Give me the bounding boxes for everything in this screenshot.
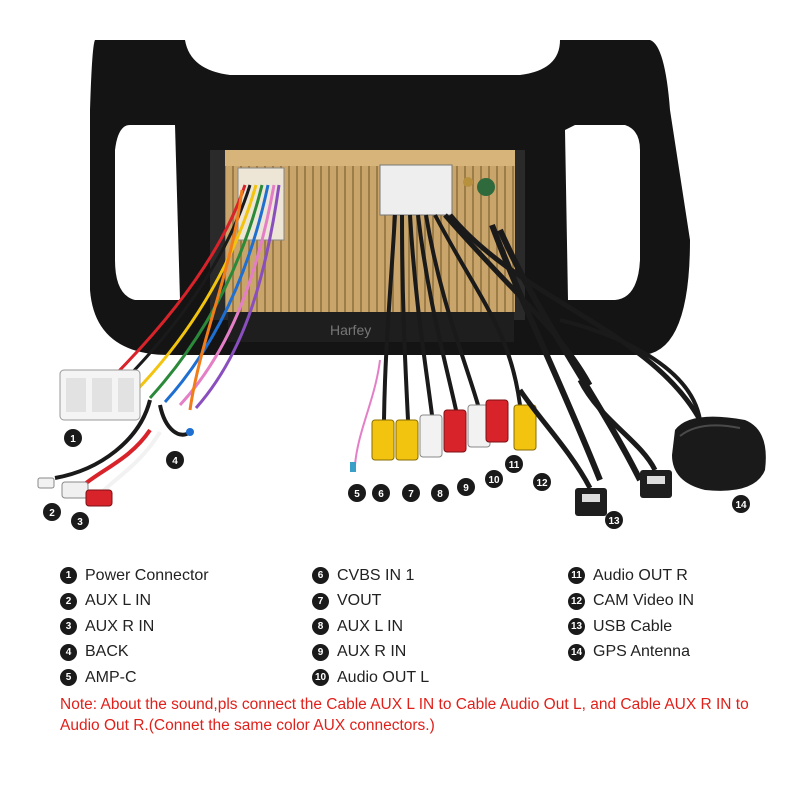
number-badge: 8 bbox=[312, 618, 329, 636]
svg-text:7: 7 bbox=[408, 489, 414, 500]
callout-badge-1: 1 bbox=[64, 429, 82, 447]
legend-item: 11 Audio OUT R bbox=[568, 563, 694, 589]
legend-item: 3 AUX R IN bbox=[60, 614, 209, 640]
svg-text:13: 13 bbox=[608, 516, 620, 527]
rca-plugs-center bbox=[350, 399, 537, 472]
svg-text:1: 1 bbox=[70, 434, 76, 445]
legend-label: USB Cable bbox=[593, 617, 673, 635]
legend-item: 2 AUX L IN bbox=[60, 589, 209, 615]
legend-item: 13 USB Cable bbox=[568, 614, 694, 640]
legend-item: 10 Audio OUT L bbox=[312, 665, 429, 691]
callout-badge-4: 4 bbox=[166, 451, 184, 469]
svg-text:10: 10 bbox=[488, 475, 500, 486]
number-badge: 12 bbox=[568, 592, 585, 610]
svg-text:5: 5 bbox=[354, 489, 360, 500]
legend-item: 9 AUX R IN bbox=[312, 640, 429, 666]
legend-column-1: 1 Power Connector 2 AUX L IN 3 AUX R IN 4 BA… bbox=[60, 563, 209, 691]
legend-label: AUX L IN bbox=[85, 592, 152, 610]
legend-label: AUX R IN bbox=[85, 617, 155, 635]
wiring-diagram: Harfey bbox=[37, 40, 766, 530]
callout-badge-3: 3 bbox=[71, 512, 89, 530]
callout-badge-6: 6 bbox=[372, 484, 390, 502]
svg-text:11: 11 bbox=[509, 460, 520, 471]
callout-badge-14: 14 bbox=[732, 495, 750, 513]
callout-badge-7: 7 bbox=[402, 484, 420, 502]
gps-antenna bbox=[559, 318, 766, 491]
aux-rca-plugs-left bbox=[37, 428, 194, 507]
legend-label: BACK bbox=[85, 643, 129, 661]
power-connector bbox=[59, 369, 141, 421]
callout-badge-9: 9 bbox=[457, 478, 475, 496]
svg-text:3: 3 bbox=[77, 517, 83, 528]
callout-badge-12: 12 bbox=[533, 473, 551, 491]
number-badge: 6 bbox=[312, 567, 329, 585]
number-badge: 13 bbox=[568, 618, 585, 636]
svg-text:12: 12 bbox=[536, 478, 548, 489]
legend-item: 14 GPS Antenna bbox=[568, 640, 694, 666]
number-badge: 1 bbox=[60, 567, 77, 585]
legend-item: 6 CVBS IN 1 bbox=[312, 563, 429, 589]
legend-label: Audio OUT L bbox=[337, 668, 430, 686]
legend-item: 12 CAM Video IN bbox=[568, 589, 694, 615]
legend-item: 4 BACK bbox=[60, 640, 209, 666]
callout-badge-5: 5 bbox=[348, 484, 366, 502]
legend-label: CAM Video IN bbox=[593, 592, 695, 610]
legend-label: AUX L IN bbox=[337, 617, 404, 635]
legend-item: 8 AUX L IN bbox=[312, 614, 429, 640]
svg-text:6: 6 bbox=[378, 489, 384, 500]
legend-label: Power Connector bbox=[85, 566, 209, 584]
number-badge: 5 bbox=[60, 669, 77, 687]
callout-badge-8: 8 bbox=[431, 484, 449, 502]
legend-label: AUX R IN bbox=[337, 643, 407, 661]
number-badge: 11 bbox=[568, 567, 585, 585]
number-badge: 10 bbox=[312, 669, 329, 687]
legend-label: Audio OUT R bbox=[593, 566, 688, 584]
legend-item: 7 VOUT bbox=[312, 589, 429, 615]
callout-badge-2: 2 bbox=[43, 503, 61, 521]
legend-column-2: 6 CVBS IN 1 7 VOUT 8 AUX L IN 9 AUX R IN 10 A… bbox=[312, 563, 429, 691]
number-badge: 9 bbox=[312, 643, 329, 661]
sound-connection-note: Note: About the sound,pls connect the Ca… bbox=[60, 696, 749, 734]
number-badge: 14 bbox=[568, 643, 585, 661]
callout-badge-13: 13 bbox=[605, 511, 623, 529]
svg-text:4: 4 bbox=[172, 456, 178, 467]
legend-label: AMP-C bbox=[85, 668, 137, 686]
svg-text:9: 9 bbox=[463, 483, 469, 494]
legend-item: 5 AMP-C bbox=[60, 665, 209, 691]
legend-item: 1 Power Connector bbox=[60, 563, 209, 589]
usb-connectors bbox=[517, 378, 672, 516]
callout-badge-10: 10 bbox=[485, 470, 503, 488]
callout-badge-11: 11 bbox=[505, 455, 523, 473]
legend-column-3: 11 Audio OUT R 12 CAM Video IN 13 USB Cable… bbox=[568, 563, 694, 665]
legend-label: GPS Antenna bbox=[593, 643, 690, 661]
svg-text:14: 14 bbox=[735, 500, 747, 511]
svg-text:2: 2 bbox=[49, 508, 55, 519]
callout-badges: 1 2 3 4 5 6 7 8 9 10 11 12 13 14 bbox=[43, 429, 750, 530]
number-badge: 3 bbox=[60, 618, 77, 636]
number-badge: 4 bbox=[60, 643, 77, 661]
legend-label: VOUT bbox=[337, 592, 382, 610]
power-harness-wires bbox=[54, 184, 281, 480]
rca-cable-fan bbox=[354, 213, 703, 482]
legend-label: CVBS IN 1 bbox=[337, 566, 415, 584]
number-badge: 7 bbox=[312, 592, 329, 610]
brand-mark: Harfey bbox=[330, 322, 371, 338]
number-badge: 2 bbox=[60, 592, 77, 610]
svg-text:8: 8 bbox=[437, 489, 443, 500]
